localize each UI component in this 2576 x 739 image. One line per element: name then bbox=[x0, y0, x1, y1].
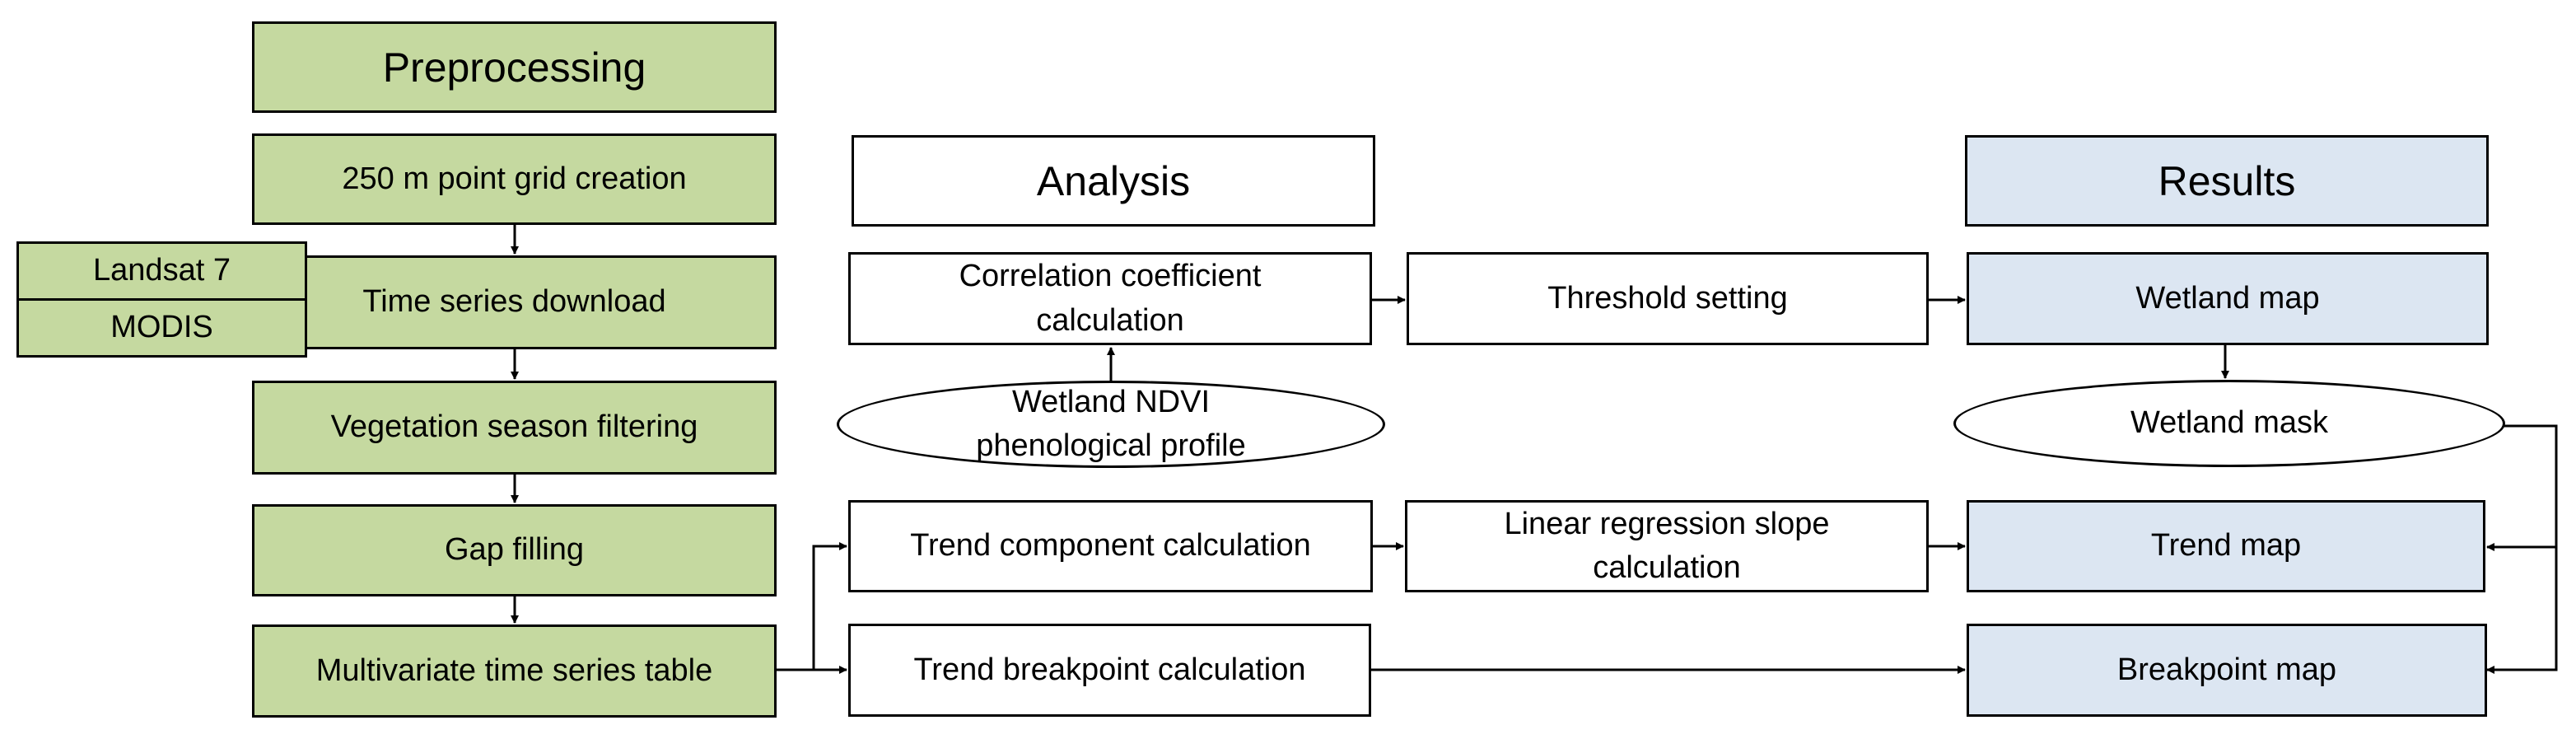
wetland-map-box: Wetland map bbox=[1967, 252, 2489, 345]
breakpoint-map-box: Breakpoint map bbox=[1967, 624, 2487, 717]
results-header: Results bbox=[1965, 135, 2489, 227]
wetland-mask-ellipse: Wetland mask bbox=[1953, 380, 2505, 467]
step-gap-filling: Gap filling bbox=[252, 504, 777, 596]
source-modis: MODIS bbox=[16, 298, 307, 358]
regression-box: Linear regression slope calculation bbox=[1405, 500, 1929, 592]
ndvi-profile-ellipse: Wetland NDVI phenological profile bbox=[837, 381, 1385, 468]
step-time-series-download: Time series download bbox=[252, 255, 777, 349]
trend-map-box: Trend map bbox=[1967, 500, 2485, 592]
step-vegetation-season-filtering: Vegetation season filtering bbox=[252, 381, 777, 475]
source-landsat7: Landsat 7 bbox=[16, 241, 307, 301]
step-grid-creation: 250 m point grid creation bbox=[252, 133, 777, 225]
analysis-header: Analysis bbox=[852, 135, 1375, 227]
trend-component-box: Trend component calculation bbox=[848, 500, 1373, 592]
step-multivariate-table: Multivariate time series table bbox=[252, 624, 777, 718]
arrow-table-to-trend-component bbox=[776, 542, 847, 671]
arrow-mask-to-breakpoint-map bbox=[2486, 547, 2558, 674]
threshold-box: Threshold setting bbox=[1407, 252, 1929, 345]
correlation-box: Correlation coefficient calculation bbox=[848, 252, 1372, 345]
breakpoint-calc-box: Trend breakpoint calculation bbox=[848, 624, 1371, 717]
arrow-mask-to-trend-map bbox=[2486, 424, 2558, 551]
preprocessing-header: Preprocessing bbox=[252, 21, 777, 113]
